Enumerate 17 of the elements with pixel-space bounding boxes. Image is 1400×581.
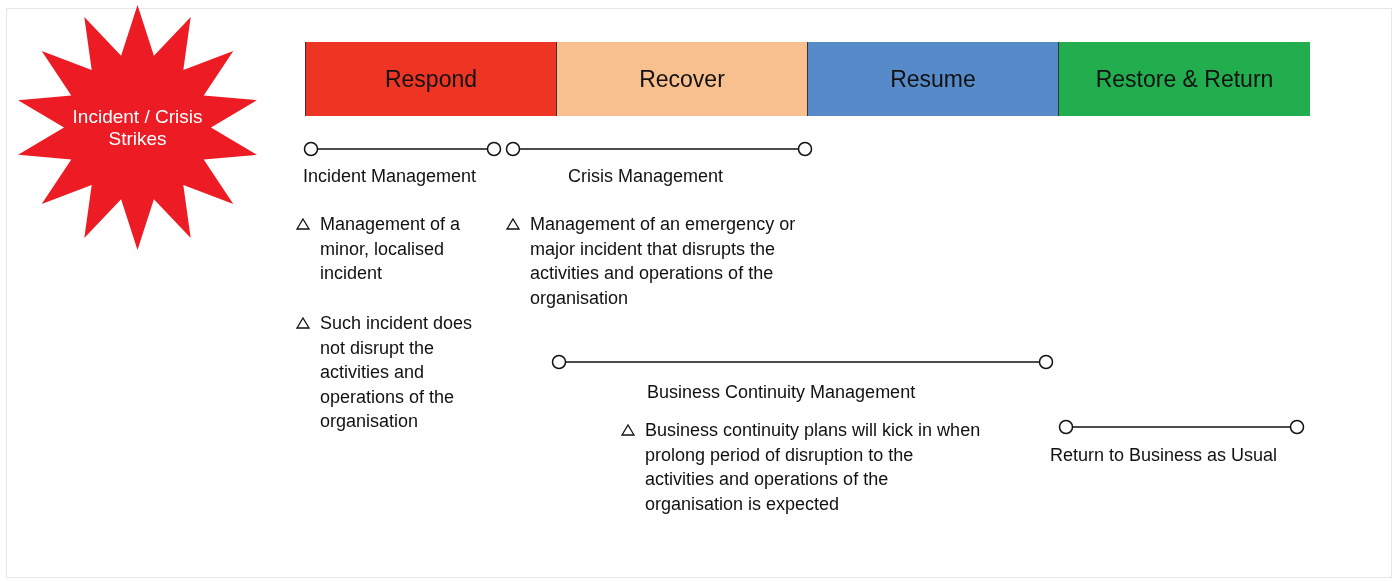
burst-text: Incident / Crisis Strikes (71, 105, 204, 150)
phase-bar (807, 42, 1058, 116)
phase-label: Recover (639, 65, 725, 93)
span-label: Crisis Management (568, 165, 725, 188)
bullet-text: Such incident does not disrupt the activities and operations of the organisation (320, 312, 474, 433)
bullet-text: Management of a minor, localised incident (320, 213, 462, 285)
span-label: Incident Management (303, 165, 478, 188)
phase-label: Resume (890, 65, 976, 93)
bullet-text: Management of an emergency or major incident that disrupts the activities and operations of the organisation (530, 213, 797, 310)
phase-label: Restore & Return (1095, 65, 1274, 93)
phase-label: Respond (384, 65, 478, 93)
phase-bar (556, 42, 807, 116)
phase-bar (305, 42, 556, 116)
span-label: Business Continuity Management (647, 381, 917, 404)
bullet-text: Business continuity plans will kick in when prolong period of disruption to the activities and operations of the organisation is expected (645, 419, 982, 516)
phase-bar (1058, 42, 1310, 116)
span-label: Return to Business as Usual (1050, 444, 1279, 467)
